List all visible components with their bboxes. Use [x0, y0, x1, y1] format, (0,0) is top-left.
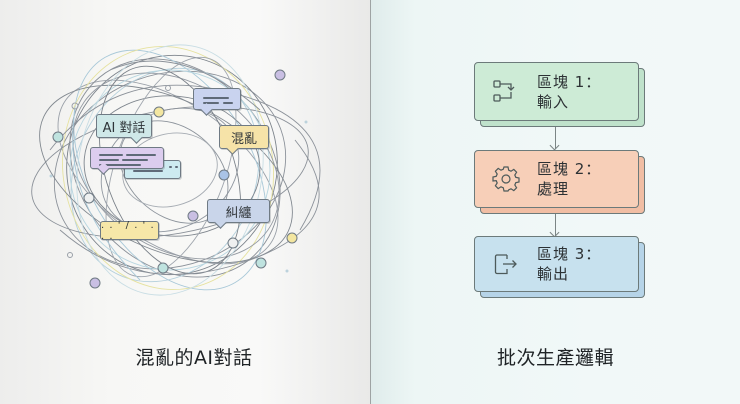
- block-3: 區塊 3： 輸出: [474, 236, 645, 298]
- chaotic-caption: 混亂的AI對話: [135, 347, 253, 369]
- arrow-2-to-3: [555, 214, 557, 236]
- tangled-lines-graphic: [31, 44, 321, 296]
- page-divider: [370, 0, 371, 404]
- speech-bubble-tangle: 糾纏: [207, 199, 270, 229]
- block-2-title: 區塊 2：: [537, 160, 602, 178]
- block-3-title: 區塊 3：: [537, 245, 602, 263]
- bubble-label: 糾纏: [225, 205, 252, 221]
- speech-bubble-scribble: . . ' / . ' . . .: [100, 219, 159, 242]
- bubble-label: 混亂: [230, 131, 257, 147]
- block-1-subtitle: 輸入: [537, 92, 570, 111]
- speech-bubble-ai-dialog: AI 對話: [96, 114, 152, 144]
- block-2-subtitle: 處理: [537, 180, 570, 198]
- bubble-label: . . ' / . ' . . .: [101, 219, 155, 242]
- block-1-title: 區塊 1：: [537, 72, 602, 91]
- chaotic-panel: AI 對話 混亂 糾纏 . . ' / . ' . . . 混亂的AI對話: [0, 0, 370, 404]
- speech-bubble-purple: [90, 147, 164, 175]
- block-3-subtitle: 輸出: [537, 265, 570, 283]
- speech-bubble-chaos: 混亂: [219, 125, 269, 155]
- batch-caption: 批次生產邏輯: [496, 347, 614, 369]
- block-1: 區塊 1： 輸入: [474, 62, 645, 127]
- block-2: 區塊 2： 處理: [474, 150, 645, 214]
- input-flow-icon: [493, 79, 515, 102]
- arrow-1-to-2: [555, 127, 557, 149]
- speech-bubble-top: [193, 88, 241, 116]
- gear-icon: [492, 166, 520, 192]
- output-icon: [494, 254, 517, 275]
- batch-panel: 區塊 1： 輸入 區塊 2： 處理: [371, 0, 740, 404]
